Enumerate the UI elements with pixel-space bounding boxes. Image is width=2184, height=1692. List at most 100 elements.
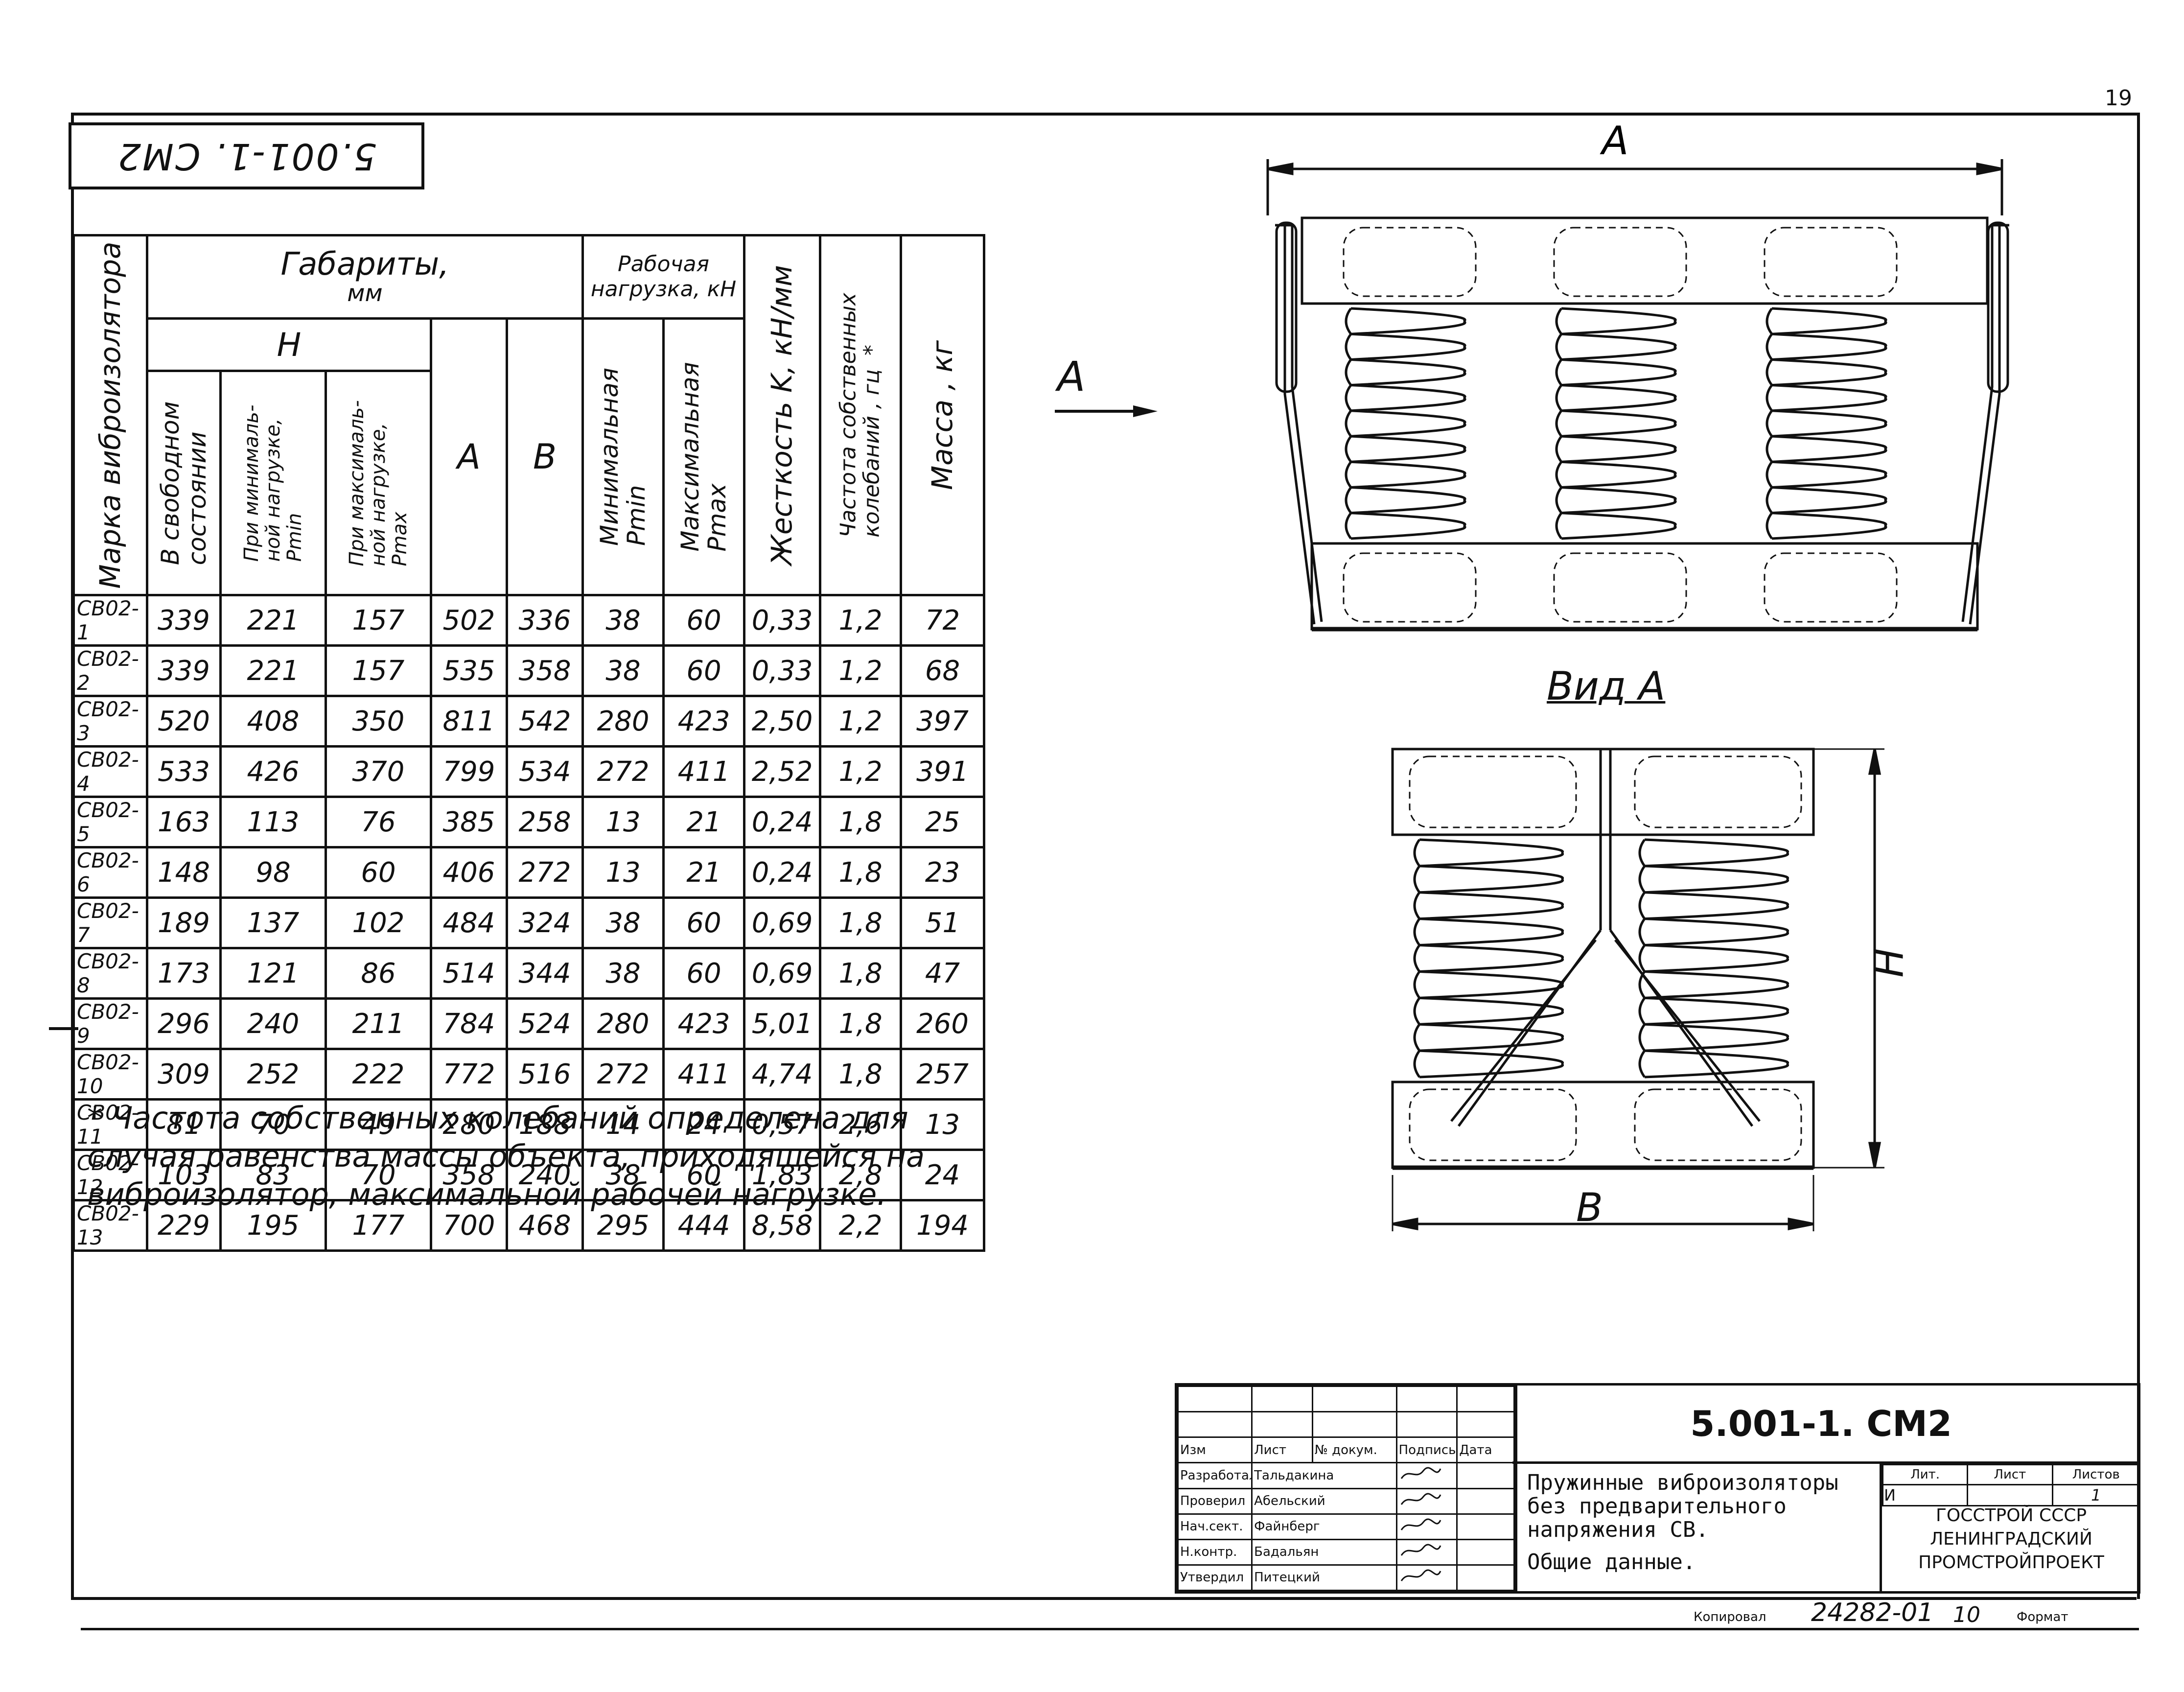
- table-cell: 799: [430, 745, 508, 798]
- table-cell: 0,24: [743, 846, 822, 899]
- table-cell: 38: [581, 947, 665, 1000]
- table-cell: 1,2: [819, 745, 903, 798]
- tb-empty: [1177, 1385, 1253, 1413]
- tb-empty: [1395, 1411, 1458, 1438]
- table-cell: 86: [325, 947, 432, 1000]
- tb-empty: [1456, 1385, 1515, 1413]
- isolator-view-a: [1391, 748, 1884, 1231]
- table-cell: 1,2: [819, 695, 903, 748]
- table-cell: 350: [325, 695, 432, 748]
- table-cell: 514: [430, 947, 508, 1000]
- frame-bottom-line-2: [81, 1628, 2139, 1630]
- table-cell: 700: [430, 1199, 508, 1252]
- row-mark-cell: СВ02-11: [72, 1098, 148, 1151]
- row-mark-cell: СВ02-12: [72, 1149, 148, 1201]
- col-h-header: H: [146, 317, 432, 373]
- tb-empty: [1311, 1411, 1397, 1438]
- col-load-header: Рабочая нагрузка, кН: [581, 234, 746, 320]
- col-stiffness-header: Жесткость K, кН/мм: [743, 234, 822, 596]
- table-cell: 0,33: [743, 644, 822, 697]
- frame-bottom-line: [71, 1597, 2137, 1600]
- table-cell: 411: [662, 1048, 746, 1101]
- table-cell: 406: [430, 846, 508, 899]
- view-arrow-label: A: [1057, 352, 1086, 400]
- row-mark-cell: СВ02-2: [72, 644, 148, 697]
- signature-mark: [1400, 1518, 1441, 1530]
- tb-header-cell: № докум.: [1311, 1436, 1397, 1464]
- table-cell: 339: [146, 594, 222, 647]
- dim-h-label: H: [1866, 948, 1912, 978]
- table-cell: 370: [325, 745, 432, 798]
- table-cell: 0,69: [743, 947, 822, 1000]
- table-cell: 13: [581, 796, 665, 848]
- table-cell: 411: [662, 745, 746, 798]
- table-cell: 2,8: [819, 1149, 903, 1201]
- table-cell: 344: [505, 947, 584, 1000]
- table-cell: 21: [662, 846, 746, 899]
- table-cell: 280: [430, 1098, 508, 1151]
- tb-date: [1456, 1538, 1515, 1566]
- h-min-label: При минималь- ной нагрузке, Pmin: [240, 404, 306, 562]
- table-cell: 1,8: [819, 947, 903, 1000]
- tb-role: Разработал: [1177, 1462, 1253, 1489]
- table-cell: 47: [900, 947, 986, 1000]
- tb-date: [1456, 1462, 1515, 1489]
- tb-header-cell: Дата: [1456, 1436, 1515, 1464]
- col-load-max-header: Максимальная Pmax: [662, 317, 746, 596]
- table-cell: 98: [219, 846, 327, 899]
- table-cell: 423: [662, 695, 746, 748]
- row-mark-cell: СВ02-5: [72, 796, 148, 848]
- table-cell: 272: [505, 846, 584, 899]
- table-cell: 177: [325, 1199, 432, 1252]
- rotated-doc-code-text: 5.001-1. СМ2: [116, 135, 377, 177]
- table-cell: 516: [505, 1048, 584, 1101]
- drawing-frame: [71, 113, 2140, 1599]
- tb-org-line-3: ПРОМСТРОЙПРОЕКТ: [1918, 1552, 2104, 1573]
- table-cell: 502: [430, 594, 508, 647]
- table-cell: 1,83: [743, 1149, 822, 1201]
- tb-role: Н.контр.: [1177, 1538, 1253, 1566]
- table-cell: 221: [219, 594, 327, 647]
- table-cell: 426: [219, 745, 327, 798]
- tb-description-line-3: напряжения СВ.: [1527, 1517, 1709, 1542]
- table-cell: 60: [662, 1149, 746, 1201]
- table-cell: 49: [325, 1098, 432, 1151]
- tb-date: [1456, 1513, 1515, 1540]
- tb-description-line-4: Общие данные.: [1527, 1550, 1696, 1574]
- table-cell: 468: [505, 1199, 584, 1252]
- tb-stage-header-cell: Листов: [2051, 1464, 2140, 1485]
- table-cell: 358: [505, 644, 584, 697]
- table-cell: 1,8: [819, 1048, 903, 1101]
- spring-coil: [1345, 307, 1466, 540]
- table-cell: 148: [146, 846, 222, 899]
- row-mark-cell: СВ02-13: [72, 1199, 148, 1252]
- col-frequency-header: Частота собственных колебаний , гц *: [819, 234, 903, 596]
- signature-mark: [1400, 1569, 1441, 1581]
- stiffness-label: Жесткость K, кН/мм: [765, 265, 799, 565]
- tb-role: Нач.сект.: [1177, 1513, 1253, 1540]
- h-label: H: [277, 326, 302, 364]
- spring-coil: [1413, 838, 1564, 1079]
- table-cell: 520: [146, 695, 222, 748]
- tb-role-row: Н.контр.Бадальян: [1177, 1538, 1515, 1566]
- table-cell: 0,69: [743, 896, 822, 949]
- frequency-label: Частота собственных колебаний , гц *: [836, 293, 885, 538]
- tb-date: [1456, 1564, 1515, 1592]
- table-cell: 0,57: [743, 1098, 822, 1151]
- table-cell: 385: [430, 796, 508, 848]
- table-cell: 257: [900, 1048, 986, 1101]
- tb-signature: [1395, 1513, 1458, 1540]
- table-cell: 336: [505, 594, 584, 647]
